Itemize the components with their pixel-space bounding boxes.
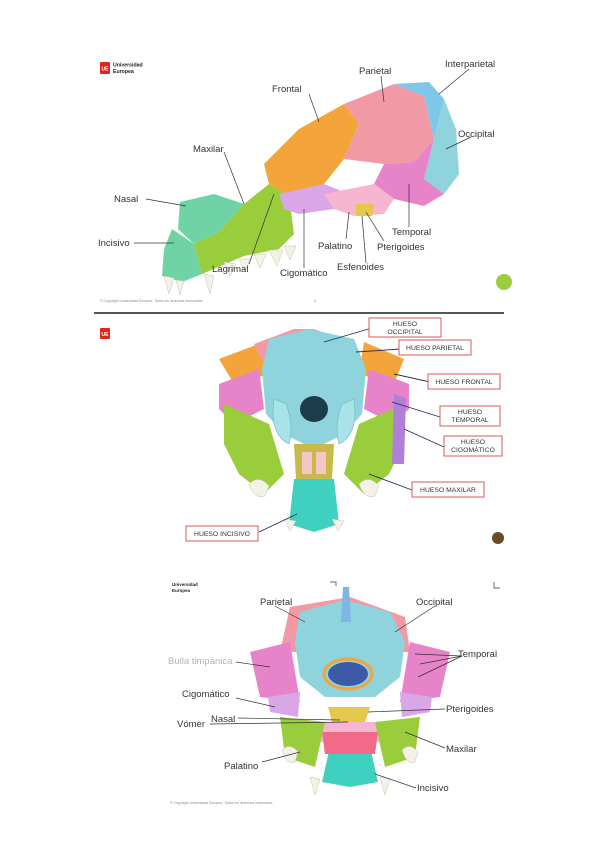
slide-posterior-view: UE xyxy=(94,314,504,546)
box-frontal-text: HUESO FRONTAL xyxy=(435,379,492,386)
logo-mark-icon xyxy=(100,62,110,74)
label-frontal: Frontal xyxy=(272,84,302,95)
ventral-leader-lines xyxy=(209,605,463,789)
posterior-skull-illustration xyxy=(219,329,409,532)
label-pterigoides: Pterigoides xyxy=(377,242,425,253)
lateral-skull-illustration xyxy=(162,82,459,296)
label-vomer: Vómer xyxy=(177,719,205,730)
label-maxilar: Maxilar xyxy=(446,744,477,755)
label-nasal: Nasal xyxy=(114,194,138,205)
university-logo: UE Universidad Europea xyxy=(100,62,143,75)
box-hueso-incisivo: HUESO INCISIVO xyxy=(185,525,259,542)
label-esfenoides: Esfenoides xyxy=(337,262,384,273)
box-hueso-frontal: HUESO FRONTAL xyxy=(427,373,501,390)
teeth-icon xyxy=(163,245,297,296)
university-name-line2: Europea xyxy=(172,588,191,593)
box-occipital-line1: HUESO xyxy=(393,321,417,328)
mascot-icon xyxy=(492,532,504,544)
ventral-skull-figure: Universidad Europea xyxy=(168,581,500,805)
slide-lateral-view: UE Universidad Europea xyxy=(94,44,512,315)
box-hueso-temporal: HUESO TEMPORAL xyxy=(439,405,501,427)
label-parietal: Parietal xyxy=(260,597,292,608)
label-pterigoides: Pterigoides xyxy=(446,704,494,715)
corner-mark xyxy=(493,582,500,589)
posterior-skull-figure: UE xyxy=(100,317,504,544)
box-temporal-line2: TEMPORAL xyxy=(451,417,489,424)
label-temporal: Temporal xyxy=(392,227,431,238)
posterior-leader-lines xyxy=(258,327,445,533)
logo-mark-text: UE xyxy=(102,332,110,338)
label-palatino: Palatino xyxy=(318,241,352,252)
label-palatino: Palatino xyxy=(224,761,258,772)
box-hueso-cigomatico: HUESO CIGOMÁTICO xyxy=(443,435,503,457)
lateral-leader-lines xyxy=(134,68,472,268)
university-name-line1: Universidad xyxy=(113,63,143,69)
university-name-line1: Universidad xyxy=(172,582,198,587)
box-cigomatico-line2: CIGOMÁTICO xyxy=(451,445,495,454)
box-temporal-line1: HUESO xyxy=(458,409,482,416)
university-logo: Universidad Europea xyxy=(172,582,198,593)
copyright-text: © Copyright Universidad Europea. Todos l… xyxy=(100,299,203,303)
label-occipital: Occipital xyxy=(416,597,452,608)
slide-ventral-view: Universidad Europea xyxy=(150,581,506,812)
lateral-skull-figure: UE Universidad Europea xyxy=(94,59,512,315)
box-hueso-occipital: HUESO OCCIPITAL xyxy=(368,317,442,338)
label-incisivo: Incisivo xyxy=(417,783,449,794)
logo-mark-text: UE xyxy=(102,67,110,73)
copyright-text: © Copyright Universidad Europea. Todos l… xyxy=(170,801,273,805)
logo-mark-icon xyxy=(100,328,110,339)
mascot-icon xyxy=(496,274,512,290)
label-interparietal: Interparietal xyxy=(445,59,495,70)
label-lagrimal: Lagrimal xyxy=(212,264,248,275)
slide-divider xyxy=(94,312,504,315)
university-logo: UE xyxy=(100,328,110,339)
page-number: 5 xyxy=(314,299,316,303)
label-occipital: Occipital xyxy=(458,129,494,140)
label-bulla-timpanica: Bulla timpánica xyxy=(168,656,233,667)
label-maxilar: Maxilar xyxy=(193,144,224,155)
university-name-line2: Europea xyxy=(113,69,134,75)
label-cigomatico: Cigomático xyxy=(280,268,328,279)
label-nasal: Nasal xyxy=(211,714,235,725)
box-hueso-parietal: HUESO PARIETAL xyxy=(398,339,472,356)
box-incisivo-text: HUESO INCISIVO xyxy=(194,531,250,538)
label-cigomatico: Cigomático xyxy=(182,689,230,700)
box-cigomatico-line1: HUESO xyxy=(461,439,485,446)
teeth-icon xyxy=(248,479,380,532)
box-parietal-text: HUESO PARIETAL xyxy=(406,345,464,352)
label-incisivo: Incisivo xyxy=(98,238,130,249)
corner-mark xyxy=(330,581,337,586)
box-occipital-line2: OCCIPITAL xyxy=(387,329,423,336)
box-hueso-maxilar: HUESO MAXILAR xyxy=(411,481,485,498)
ventral-skull-illustration xyxy=(250,587,450,796)
label-parietal: Parietal xyxy=(359,66,391,77)
label-temporal: Temporal xyxy=(458,649,497,660)
box-maxilar-text: HUESO MAXILAR xyxy=(420,487,476,494)
